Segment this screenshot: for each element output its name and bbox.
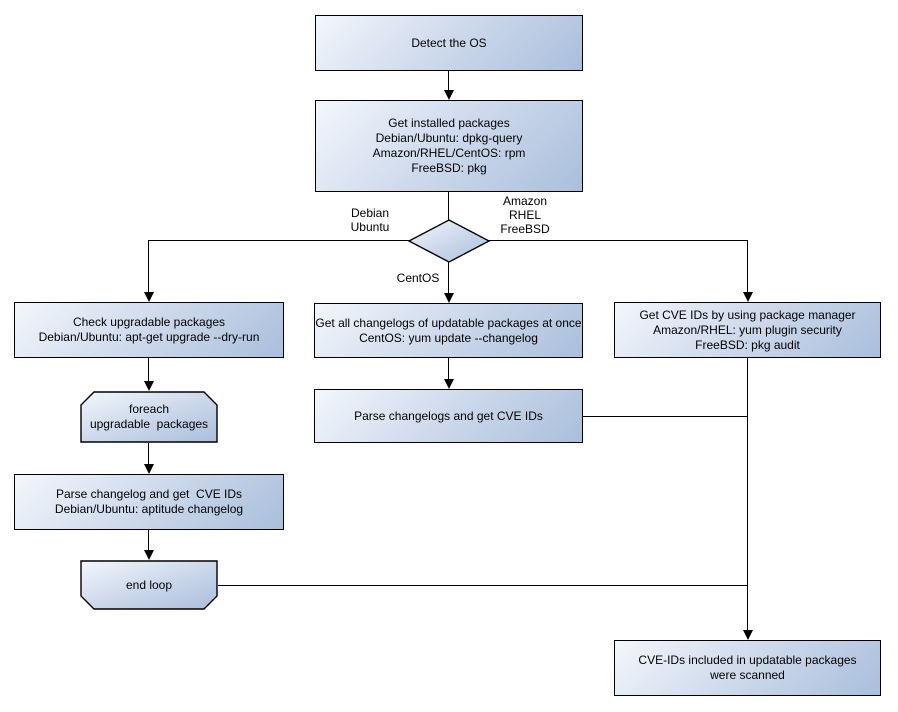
node-parse-changelogs-label: Parse changelogs and get CVE IDs bbox=[354, 408, 543, 423]
edge-diamond-right-h bbox=[489, 240, 748, 241]
edge-parse-changelogs-merge bbox=[583, 416, 748, 417]
arrowhead-parse-changelogs bbox=[444, 379, 454, 389]
edge-foreach-to-parse bbox=[148, 443, 149, 466]
edge-parse-to-endloop bbox=[148, 530, 149, 552]
node-check-upgradable-label: Check upgradable packages Debian/Ubuntu:… bbox=[38, 315, 260, 344]
arrowhead-check-upgradable bbox=[144, 292, 154, 302]
node-parse-changelog-debian: Parse changelog and get CVE IDs Debian/U… bbox=[14, 474, 284, 530]
loop-begin-shape bbox=[80, 391, 218, 443]
node-foreach-loop: foreach upgradable packages bbox=[80, 391, 218, 443]
diamond-shape bbox=[407, 219, 491, 263]
node-result: CVE-IDs included in updatable packages w… bbox=[614, 640, 881, 696]
arrowhead-end-loop bbox=[144, 550, 154, 560]
arrowhead-installed bbox=[444, 90, 454, 100]
edge-cveids-to-result bbox=[747, 358, 748, 631]
node-get-cve-ids-pkg-manager-label: Get CVE IDs by using package manager Ama… bbox=[639, 307, 856, 352]
node-check-upgradable: Check upgradable packages Debian/Ubuntu:… bbox=[14, 302, 284, 358]
edge-diamond-left-h bbox=[148, 240, 410, 241]
node-foreach-loop-label: foreach upgradable packages bbox=[89, 402, 209, 431]
node-get-cve-ids-pkg-manager: Get CVE IDs by using package manager Ama… bbox=[614, 302, 881, 358]
loop-end-shape bbox=[80, 560, 218, 610]
branch-label-debian-ubuntu: Debian Ubuntu bbox=[350, 206, 390, 234]
edge-end-loop-merge bbox=[218, 585, 748, 586]
node-detect-os-label: Detect the OS bbox=[411, 35, 487, 50]
node-get-all-changelogs: Get all changelogs of updatable packages… bbox=[314, 303, 583, 358]
node-result-label: CVE-IDs included in updatable packages w… bbox=[638, 653, 857, 682]
edge-diamond-right-v bbox=[747, 240, 748, 294]
node-get-installed-packages: Get installed packages Debian/Ubuntu: dp… bbox=[315, 100, 583, 192]
arrowhead-get-all-changelogs bbox=[444, 293, 454, 303]
edge-diamond-left-v bbox=[148, 240, 149, 294]
edge-check-to-foreach bbox=[148, 358, 149, 383]
edge-changelogs-to-parse bbox=[448, 358, 449, 381]
decision-os-diamond bbox=[407, 219, 491, 263]
node-parse-changelogs: Parse changelogs and get CVE IDs bbox=[314, 389, 583, 443]
node-end-loop: end loop bbox=[80, 560, 218, 610]
node-get-all-changelogs-label: Get all changelogs of updatable packages… bbox=[315, 315, 582, 345]
arrowhead-parse-changelog bbox=[144, 464, 154, 474]
node-end-loop-label: end loop bbox=[125, 577, 173, 592]
arrowhead-get-cve-ids bbox=[743, 292, 753, 302]
node-parse-changelog-debian-label: Parse changelog and get CVE IDs Debian/U… bbox=[54, 487, 244, 516]
branch-label-centos: CentOS bbox=[396, 271, 440, 285]
arrowhead-result bbox=[743, 630, 753, 640]
branch-label-amazon-rhel-freebsd: Amazon RHEL FreeBSD bbox=[500, 194, 550, 236]
node-get-installed-packages-label: Get installed packages Debian/Ubuntu: dp… bbox=[372, 116, 526, 175]
edge-detect-to-installed bbox=[448, 71, 449, 93]
edge-installed-to-diamond bbox=[448, 192, 449, 220]
edge-diamond-down-v bbox=[448, 262, 449, 295]
arrowhead-foreach bbox=[144, 381, 154, 391]
node-detect-os: Detect the OS bbox=[315, 15, 583, 71]
